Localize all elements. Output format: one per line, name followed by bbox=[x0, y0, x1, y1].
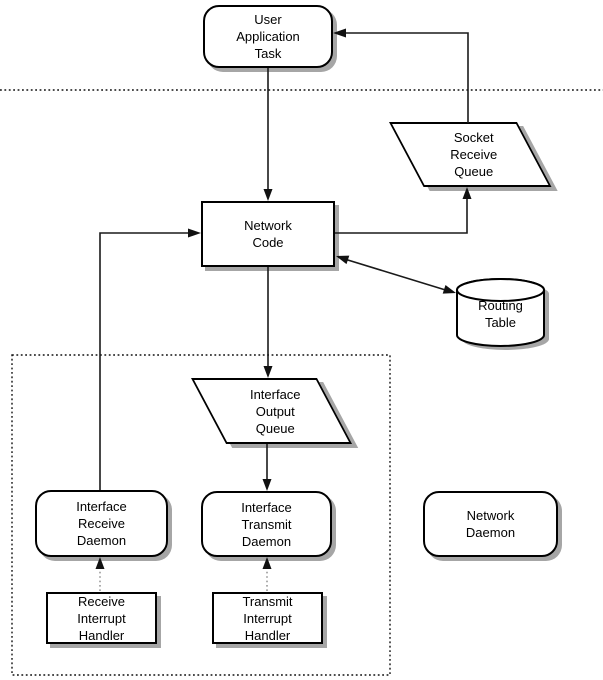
node-network-code: Network Code bbox=[201, 201, 335, 267]
connector-network-code-to-output-queue bbox=[263, 267, 273, 378]
node-label: Interface Output Queue bbox=[249, 386, 301, 436]
node-label: User Application Task bbox=[236, 12, 300, 61]
connector-network-code-to-socket-queue bbox=[335, 187, 472, 234]
node-label: Interface Receive Daemon bbox=[76, 499, 127, 548]
node-label: Interface Transmit Daemon bbox=[241, 499, 292, 549]
node-label: Transmit Interrupt Handler bbox=[242, 593, 293, 643]
node-network-daemon: Network Daemon bbox=[423, 491, 558, 557]
node-label: Network Daemon bbox=[465, 508, 516, 540]
connector-receive-daemon-to-network-code bbox=[99, 228, 201, 490]
connector-receive-interrupt-to-daemon bbox=[95, 557, 105, 591]
node-user-application-task: User Application Task bbox=[203, 5, 333, 68]
node-label: Socket Receive Queue bbox=[450, 130, 498, 179]
node-interface-receive-daemon: Interface Receive Daemon bbox=[35, 490, 168, 557]
node-label: Receive Interrupt Handler bbox=[77, 593, 126, 643]
connector-uat-to-network-code bbox=[263, 68, 273, 201]
node-label: Network Code bbox=[244, 218, 292, 250]
node-transmit-interrupt-handler: Transmit Interrupt Handler bbox=[212, 592, 323, 644]
node-interface-output-queue: Interface Output Queue bbox=[191, 378, 353, 444]
connector-output-queue-to-transmit-daemon bbox=[262, 444, 272, 491]
connector-transmit-interrupt-to-daemon bbox=[262, 557, 272, 591]
node-routing-table-label: Routing Table bbox=[478, 298, 523, 330]
node-socket-receive-queue: Socket Receive Queue bbox=[389, 122, 552, 187]
connector-socket-queue-to-uat bbox=[333, 28, 469, 123]
node-receive-interrupt-handler: Receive Interrupt Handler bbox=[46, 592, 157, 644]
node-interface-transmit-daemon: Interface Transmit Daemon bbox=[201, 491, 332, 557]
connector-network-code-routing-table bbox=[336, 255, 456, 294]
